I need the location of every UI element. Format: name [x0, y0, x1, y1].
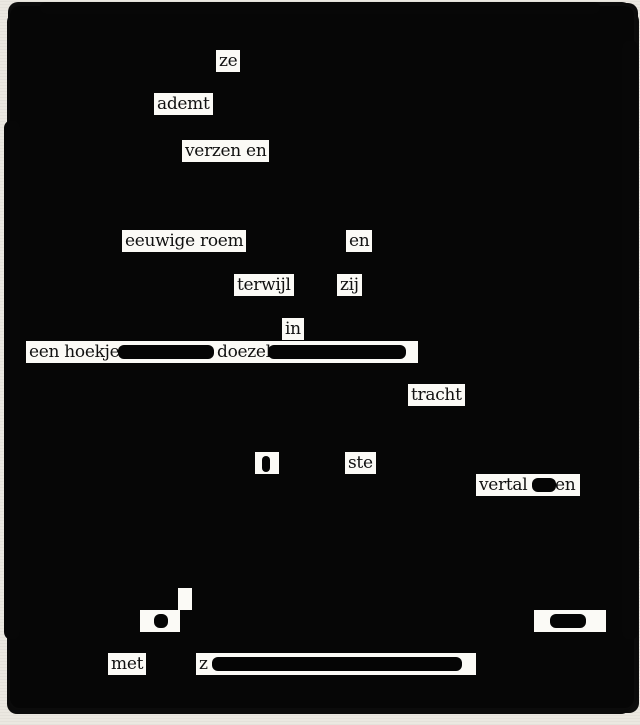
revealed-word-eeuwige-roem: eeuwige roem: [122, 230, 247, 252]
revealed-word-ste: ste: [345, 452, 376, 474]
ink-edge-top: [40, 2, 600, 14]
revealed-word-ademt: ademt: [154, 93, 213, 115]
revealed-word-z: z: [196, 653, 211, 675]
revealed-word-met: met: [108, 653, 147, 675]
revealed-word-verzen-en: verzen en: [182, 140, 270, 162]
revealed-word-een-hoekje-text: een hoekje: [26, 341, 123, 363]
revealed-word-zij: zij: [337, 274, 362, 296]
marker-scribble-ik: [262, 456, 270, 472]
marker-scribble-bottom: [212, 657, 462, 671]
ink-edge-left: [4, 120, 20, 640]
revealed-word-tracht: tracht: [408, 384, 465, 406]
revealed-word-terwijl: terwijl: [234, 274, 294, 296]
revealed-fragment-w: [178, 588, 192, 610]
revealed-word-vertal: vertal: [476, 474, 531, 496]
revealed-word-vertal-en: en: [555, 475, 576, 495]
revealed-word-en: en: [346, 230, 373, 252]
ink-edge-right: [622, 40, 638, 640]
marker-scribble-aa: [154, 614, 168, 628]
revealed-word-doezel: doezel: [214, 341, 274, 363]
revealed-word-ze: ze: [216, 50, 241, 72]
marker-scribble-vertal: [532, 478, 556, 492]
marker-scribble-1: [118, 345, 214, 359]
revealed-word-in: in: [282, 318, 304, 340]
marker-scribble-2: [268, 345, 406, 359]
marker-scribble-zi: [550, 614, 586, 628]
